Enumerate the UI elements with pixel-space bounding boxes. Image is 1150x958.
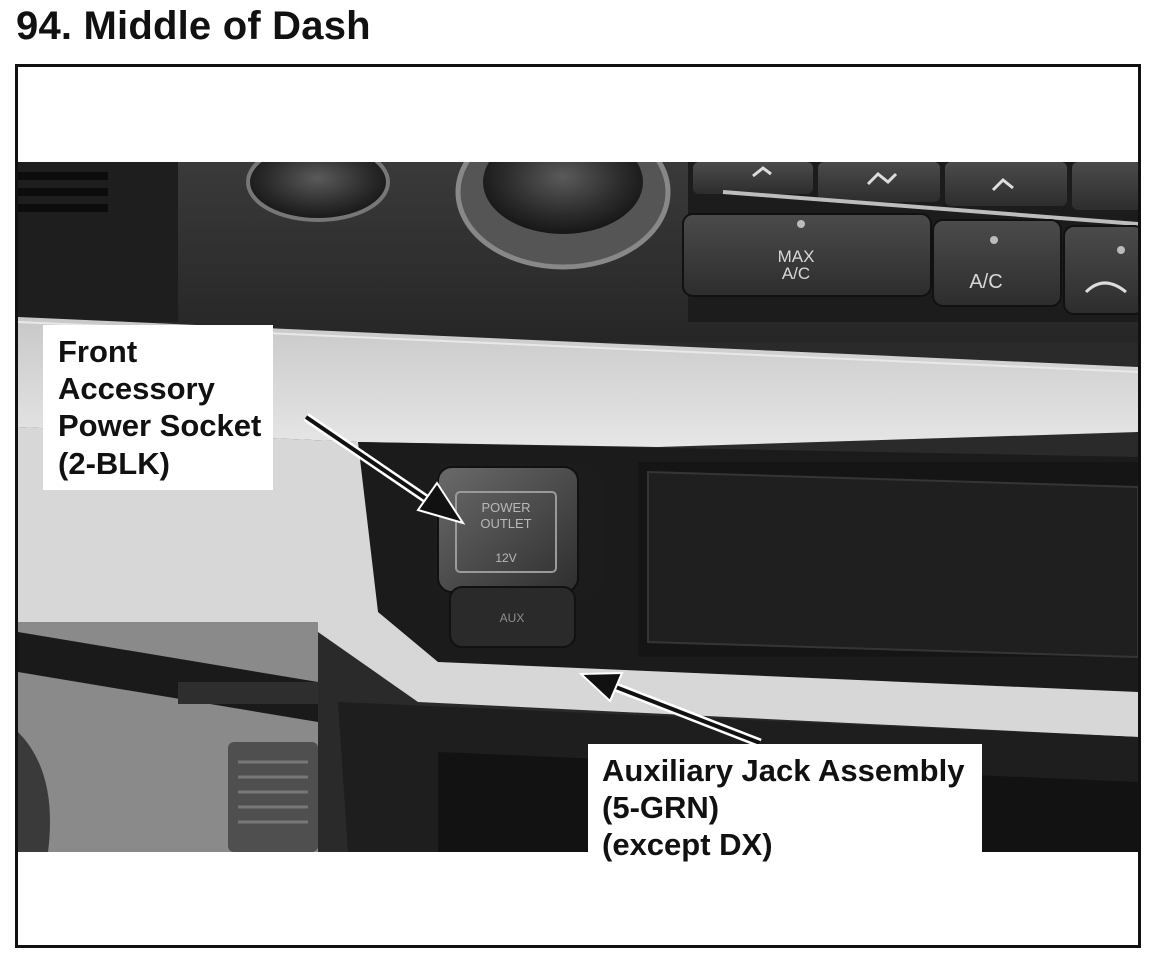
aux-jack-callout: Auxiliary Jack Assembly (5-GRN) (except … (588, 744, 983, 886)
callout-line: (5-GRN) (602, 790, 720, 826)
figure-frame: MAX A/C A/C (15, 64, 1141, 948)
aux-jack-cover: AUX (449, 586, 576, 648)
callout-line: (2-BLK) (58, 445, 170, 481)
max-ac-label-line2: A/C (782, 264, 810, 283)
aux-text: AUX (500, 611, 525, 625)
callout-line: Front (58, 334, 138, 369)
pedal-area (18, 622, 318, 852)
power-outlet-cap: POWER OUTLET 12V (433, 462, 603, 602)
callout-line: Auxiliary Jack Assembly (602, 753, 965, 788)
hazard-button (246, 162, 390, 222)
callout-line: Accessory (58, 371, 215, 407)
climate-panel: MAX A/C A/C (682, 162, 1138, 322)
power-socket-callout: Front Accessory Power Socket (2-BLK) (43, 325, 274, 490)
page-title: 94. Middle of Dash (16, 4, 371, 48)
cap-text-line1: POWER (481, 500, 530, 515)
dashboard-photo: MAX A/C A/C (18, 162, 1138, 852)
ac-label: A/C (969, 271, 1002, 293)
cap-text-line3: 12V (495, 551, 516, 565)
max-ac-label-line1: MAX (778, 247, 815, 266)
cap-text-line2: OUTLET (480, 516, 531, 531)
climate-knob (455, 162, 671, 270)
dash-trim (18, 317, 1138, 447)
callout-line: (except DX) (602, 827, 773, 863)
callout-line: Power Socket (58, 408, 262, 444)
air-vent (18, 162, 178, 322)
